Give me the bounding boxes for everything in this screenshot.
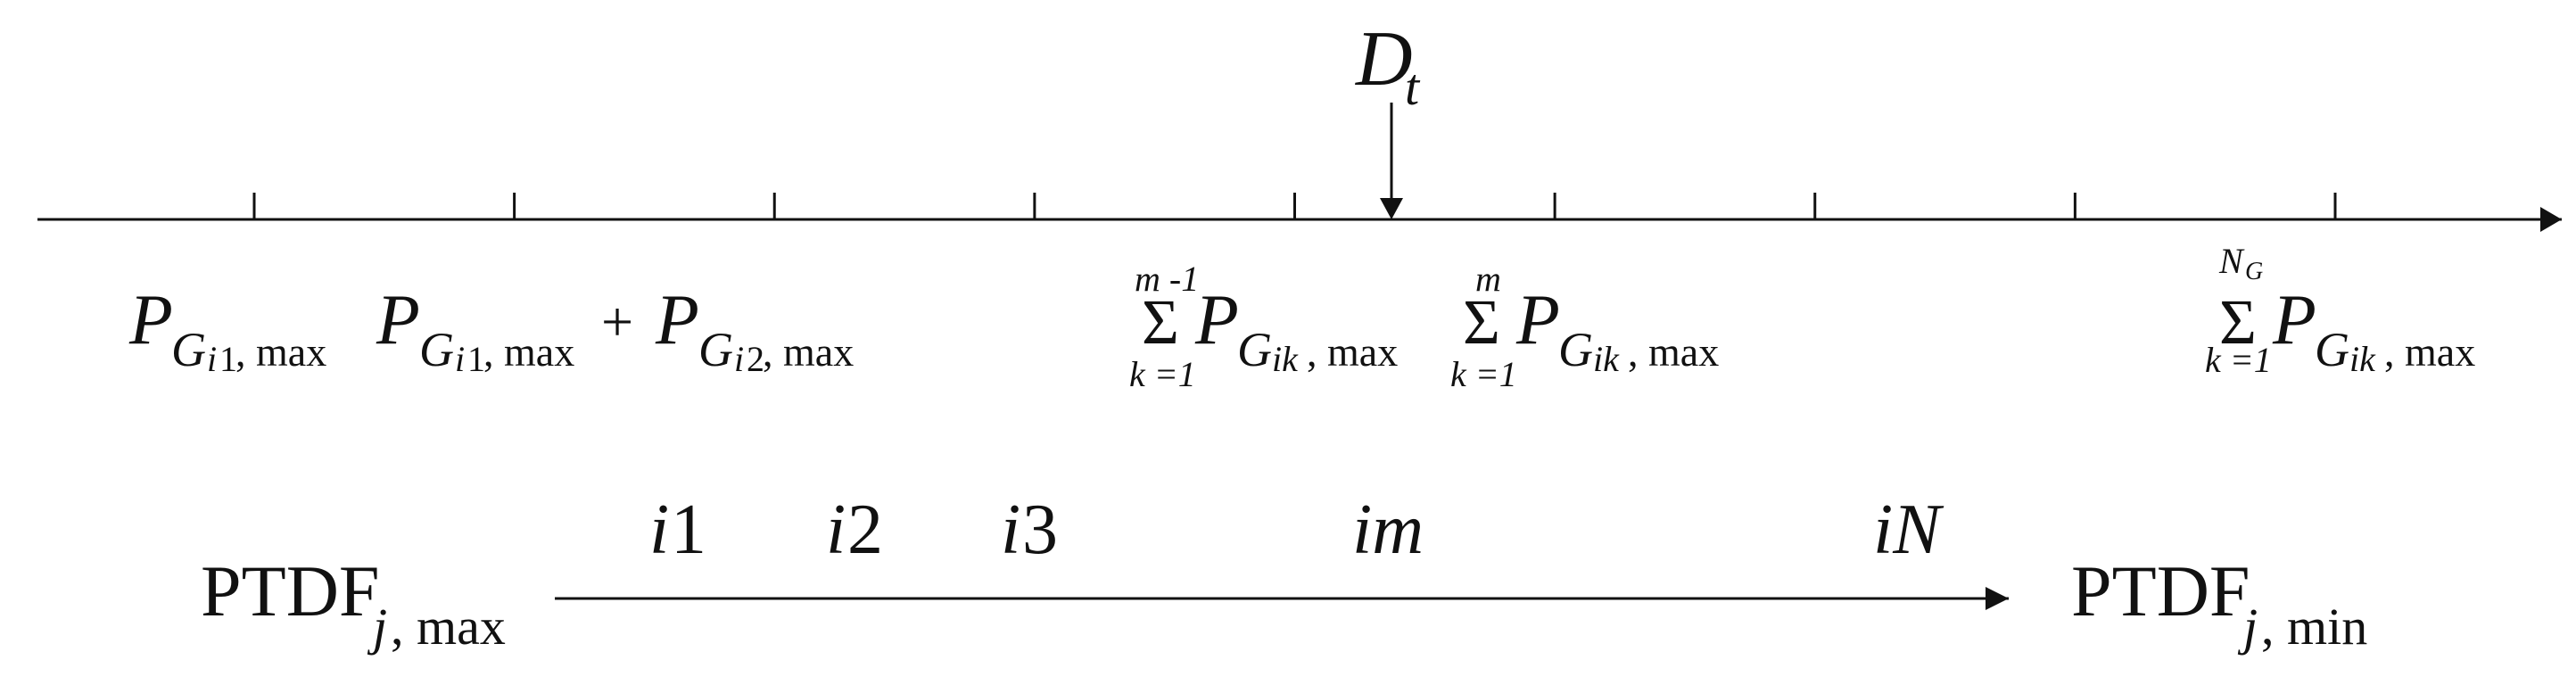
demand-subscript: t: [1405, 58, 1421, 116]
sum-upper-limit: N: [2218, 241, 2245, 281]
label-max: , max: [1307, 329, 1398, 375]
label-sum-m-minus-1: m -1 Σ k =1 P G ik , max: [1129, 259, 1398, 394]
order-label-i: i: [1001, 491, 1020, 569]
ptdf-base: PTDF: [201, 550, 380, 631]
sum-upper-limit: m: [1475, 259, 1501, 299]
order-label-i1: i 1: [649, 491, 706, 569]
label-ik-subscript: ik: [1593, 339, 1620, 379]
order-label-number: 2: [847, 491, 883, 569]
label-i-subscript: i: [734, 339, 744, 379]
plus-sign: +: [601, 290, 633, 353]
ptdf-subscript-max: , max: [391, 598, 506, 656]
power-axis: [37, 193, 2562, 232]
label-index: 1: [219, 339, 237, 379]
order-label-i: i: [649, 491, 669, 569]
label-g-subscript: G: [1558, 323, 1593, 376]
demand-symbol: D: [1355, 16, 1413, 103]
sigma-symbol: Σ: [2219, 286, 2257, 358]
label-g-subscript: G: [2315, 323, 2349, 376]
axis-label-row: P G i 1 , max P G i 1 , max + P G i 2 , …: [128, 241, 2475, 394]
label-ik-subscript: ik: [1272, 339, 1299, 379]
order-label-i2: i 2: [826, 491, 883, 569]
order-label-i3: i 3: [1001, 491, 1058, 569]
order-label-i: i: [826, 491, 846, 569]
demand-marker: D t: [1355, 16, 1421, 219]
sum-lower-limit: k =1: [1450, 354, 1517, 394]
label-max: , max: [2384, 329, 2475, 375]
label-max: , max: [483, 329, 574, 375]
sigma-symbol: Σ: [1142, 286, 1179, 358]
ptdf-min-label: PTDF j , min: [2071, 550, 2367, 656]
label-p-symbol: P: [128, 281, 173, 359]
label-ik-subscript: ik: [2349, 339, 2376, 379]
sum-upper-limit-subscript: G: [2245, 258, 2263, 285]
axis-ticks: [252, 193, 2337, 219]
label-p-symbol: P: [1194, 281, 1239, 359]
label-index: 2: [747, 339, 764, 379]
order-label-im: im: [1352, 491, 1424, 569]
label-i-subscript: i: [207, 339, 217, 379]
label-p-symbol: P: [1515, 281, 1560, 359]
label-p-symbol: P: [376, 281, 420, 359]
label-max: , max: [763, 329, 854, 375]
label-g-subscript: G: [171, 323, 206, 376]
sigma-symbol: Σ: [1463, 286, 1500, 358]
demand-arrow-head: [1380, 198, 1403, 219]
sum-lower-limit: k =1: [2205, 340, 2272, 380]
generator-order-labels: i 1 i 2 i 3 im iN: [649, 491, 1944, 569]
ptdf-subscript-min: , min: [2261, 598, 2367, 656]
label-pg-i1-plus-i2: P G i 1 , max + P G i 2 , max: [376, 281, 854, 379]
ptdf-ordering: PTDF j , max PTDF j , min: [201, 550, 2367, 656]
label-g-subscript: G: [419, 323, 454, 376]
label-max: , max: [1628, 329, 1719, 375]
order-label-number: 1: [671, 491, 706, 569]
order-label-number: 3: [1022, 491, 1058, 569]
label-sum-ng: N G Σ k =1 P G ik , max: [2205, 241, 2475, 380]
label-i-subscript: i: [455, 339, 465, 379]
label-p-symbol: P: [2272, 281, 2316, 359]
ptdf-max-label: PTDF j , max: [201, 550, 506, 656]
label-index: 1: [467, 339, 485, 379]
order-label-in: iN: [1873, 491, 1944, 569]
label-sum-m: m Σ k =1 P G ik , max: [1450, 259, 1719, 394]
sum-upper-limit: m -1: [1135, 259, 1199, 299]
ptdf-base: PTDF: [2071, 550, 2250, 631]
label-g-subscript: G: [698, 323, 733, 376]
label-pg-i1: P G i 1 , max: [128, 281, 326, 379]
label-p-symbol: P: [655, 281, 699, 359]
label-g-subscript: G: [1237, 323, 1272, 376]
sum-lower-limit: k =1: [1129, 354, 1196, 394]
power-axis-arrowhead: [2540, 207, 2562, 232]
label-max: , max: [235, 329, 326, 375]
ptdf-arrow-head: [1986, 587, 2009, 610]
